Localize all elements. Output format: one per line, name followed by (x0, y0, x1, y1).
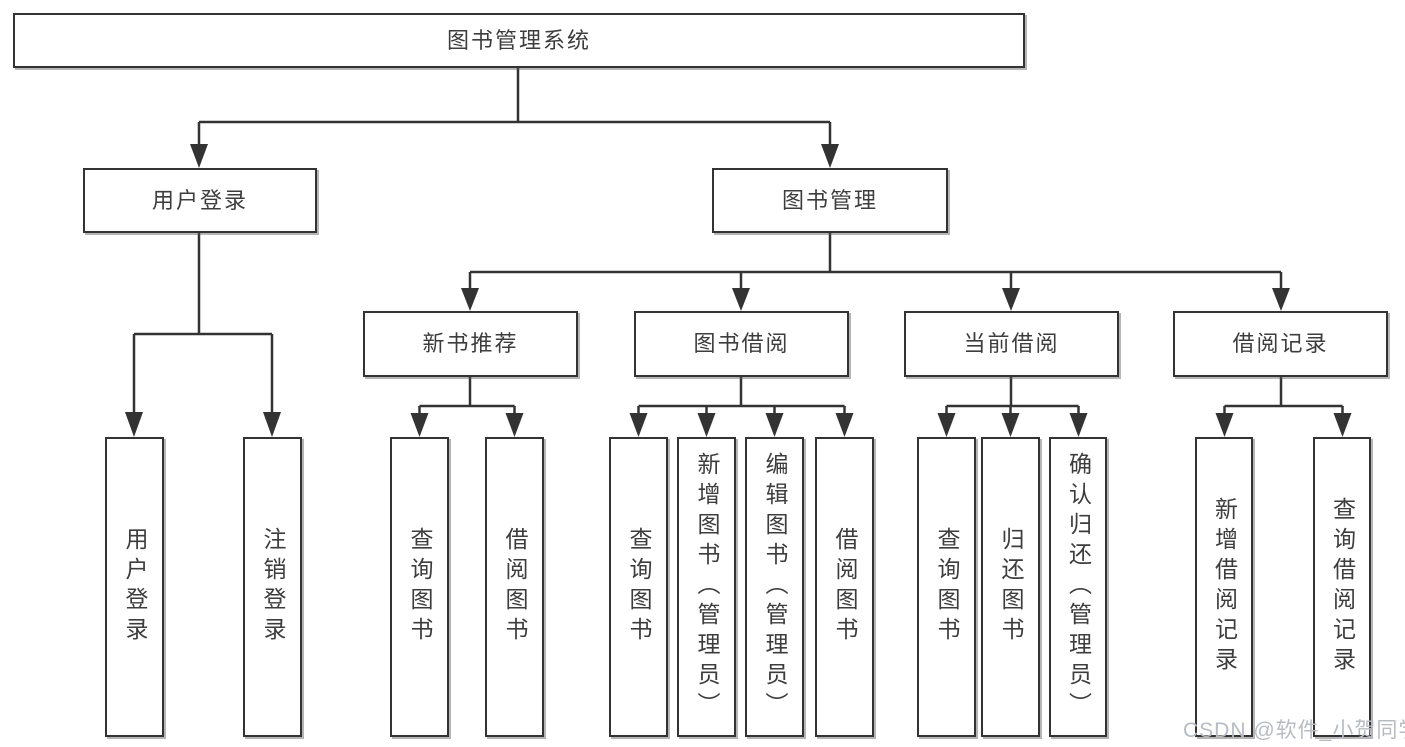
node-user-login: 用户登录 (83, 168, 317, 233)
node-library-system-label: 图书管理系统 (446, 27, 591, 53)
leaf-add-borrow-record-label: 新增借阅记录 (1211, 497, 1238, 677)
leaf-edit-books-admin-label: 编辑图书（管理员） (762, 452, 788, 722)
leaf-logout: 注销登录 (243, 437, 302, 737)
node-book-borrow-label: 图书借阅 (693, 331, 790, 356)
leaf-add-books-admin-label: 新增图书（管理员） (694, 452, 720, 722)
leaf-borrow-books-recommend: 借阅图书 (485, 437, 544, 737)
connector-new-book-recommend (418, 377, 516, 414)
connector-current-borrow (945, 377, 1080, 414)
connector-book-management (468, 233, 1283, 289)
connector-borrow-records (1223, 377, 1344, 414)
node-new-book-recommend: 新书推荐 (363, 311, 578, 377)
leaf-borrow-books-label: 借阅图书 (832, 527, 858, 647)
node-book-management-label: 图书管理 (781, 187, 878, 213)
leaf-query-borrow-record: 查询借阅记录 (1313, 437, 1371, 737)
node-borrow-records: 借阅记录 (1173, 311, 1388, 377)
leaf-return-books-label: 归还图书 (998, 527, 1024, 647)
node-current-borrow-label: 当前借阅 (963, 331, 1060, 356)
node-user-login-label: 用户登录 (151, 187, 248, 213)
node-book-borrow: 图书借阅 (634, 311, 849, 377)
node-current-borrow: 当前借阅 (904, 311, 1119, 377)
leaf-add-borrow-record: 新增借阅记录 (1195, 437, 1253, 737)
node-library-system: 图书管理系统 (13, 13, 1025, 68)
leaf-query-books-recommend-label: 查询图书 (407, 527, 433, 647)
leaf-user-login: 用户登录 (105, 437, 164, 737)
leaf-query-books-borrow-label: 查询图书 (626, 527, 652, 647)
leaf-add-books-admin: 新增图书（管理员） (677, 437, 736, 737)
csdn-watermark: CSDN @软件_小贺同学 (1183, 719, 1405, 742)
leaf-confirm-return-admin-label: 确认归还（管理员） (1065, 452, 1092, 722)
leaf-borrow-books-recommend-label: 借阅图书 (502, 527, 528, 647)
connector-root (197, 68, 832, 145)
node-book-management: 图书管理 (712, 168, 948, 233)
leaf-query-borrow-record-label: 查询借阅记录 (1329, 497, 1356, 677)
node-new-book-recommend-label: 新书推荐 (422, 331, 519, 356)
leaf-query-books-recommend: 查询图书 (390, 437, 449, 737)
leaf-logout-label: 注销登录 (260, 527, 286, 647)
leaf-return-books: 归还图书 (981, 437, 1040, 737)
connector-book-borrow (637, 377, 846, 414)
leaf-query-books-current-label: 查询图书 (934, 527, 960, 647)
leaf-edit-books-admin: 编辑图书（管理员） (745, 437, 804, 737)
leaf-borrow-books: 借阅图书 (815, 437, 874, 737)
leaf-user-login-label: 用户登录 (122, 527, 148, 647)
leaf-query-books-current: 查询图书 (917, 437, 976, 737)
arrowheads (125, 144, 1352, 437)
leaf-confirm-return-admin: 确认归还（管理员） (1049, 437, 1107, 737)
connector-user-login (132, 233, 274, 414)
node-borrow-records-label: 借阅记录 (1232, 331, 1329, 356)
leaf-query-books-borrow: 查询图书 (609, 437, 668, 737)
